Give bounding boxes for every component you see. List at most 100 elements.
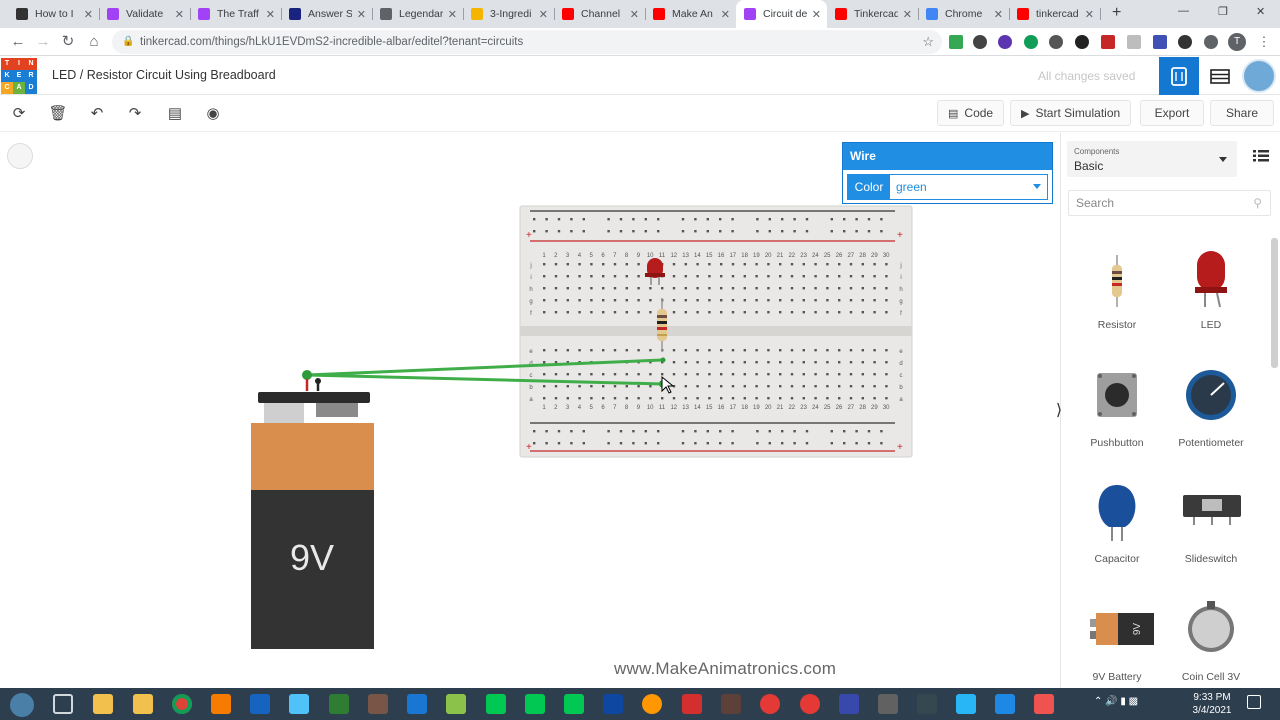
extension-icon[interactable] [949,35,963,49]
9v-battery[interactable] [251,378,374,649]
document-title[interactable]: LED / Resistor Circuit Using Breadboard [52,68,276,82]
camtasia-icon[interactable] [486,694,506,714]
component-search-input[interactable]: Search ⚲ [1068,190,1271,216]
visibility-eye-icon[interactable]: ◉ [206,105,220,122]
excel-icon[interactable] [329,694,349,714]
puzzle-icon[interactable] [1204,35,1218,49]
start-simulation-button[interactable]: ▶Start Simulation [1010,100,1132,126]
browser-tab[interactable]: The Traff✕ [190,0,282,28]
extension-icon[interactable] [1178,35,1192,49]
forward-icon[interactable]: → [35,33,51,50]
tab-close-icon[interactable]: ✕ [902,9,912,21]
component-pushbutton[interactable]: Pushbutton [1070,363,1164,473]
browser-tab[interactable]: Circuit de✕ [736,0,827,28]
extension-icon[interactable] [1127,35,1141,49]
wire-color-select[interactable]: Color green [847,174,1048,200]
redo-icon[interactable]: ↷ [128,105,142,122]
camtasia-icon[interactable] [525,694,545,714]
vlc-icon[interactable] [211,694,231,714]
browser-tab[interactable]: How to I✕ [8,0,100,28]
tab-close-icon[interactable]: ✕ [720,9,730,21]
resistor-component[interactable] [657,298,667,351]
tab-close-icon[interactable]: ✕ [993,9,1003,21]
extension-icon[interactable] [1075,35,1089,49]
filezilla-icon[interactable] [682,694,702,714]
extension-icon[interactable] [1153,35,1167,49]
app-icon[interactable] [839,694,859,714]
code-button[interactable]: ▤Code [937,100,1005,126]
list-view-icon[interactable] [1253,149,1269,163]
app-icon[interactable] [407,694,427,714]
tab-close-icon[interactable]: ✕ [447,9,457,21]
component-coin-cell[interactable]: Coin Cell 3V [1164,597,1258,707]
tab-close-icon[interactable]: ✕ [629,9,639,21]
components-category-select[interactable]: Components Basic [1067,141,1237,177]
new-tab-button[interactable]: + [1112,4,1122,21]
chrome-icon[interactable] [172,694,192,714]
component-slideswitch[interactable]: Slideswitch [1164,479,1258,589]
tab-close-icon[interactable]: ✕ [356,9,366,21]
component-list-view-button[interactable] [1202,57,1238,95]
browser-tab[interactable]: Answer S✕ [281,0,373,28]
component-9v-battery[interactable]: 9V 9V Battery [1070,597,1164,707]
back-icon[interactable]: ← [10,33,26,50]
more-menu-icon[interactable]: ⋮ [1257,34,1271,49]
component-led[interactable]: LED [1164,245,1258,355]
export-button[interactable]: Export [1140,100,1204,126]
folder-icon[interactable] [133,694,153,714]
browser-tab[interactable]: 3-Ingredi✕ [463,0,555,28]
tab-close-icon[interactable]: ✕ [174,9,184,21]
search-app-icon[interactable] [642,694,662,714]
app-icon[interactable] [289,694,309,714]
app-icon[interactable] [721,694,741,714]
component-resistor[interactable]: Resistor [1070,245,1164,355]
app-icon[interactable] [800,694,820,714]
component-capacitor[interactable]: Capacitor [1070,479,1164,589]
extension-icon[interactable] [973,35,987,49]
user-avatar[interactable] [1242,59,1276,93]
word-icon[interactable] [250,694,270,714]
app-icon[interactable] [917,694,937,714]
panel-collapse-arrow-icon[interactable]: ⟩ [1055,402,1063,419]
breadboard[interactable]: + + + + 11223344556677889910101111121213… [519,205,913,458]
zoom-to-fit-icon[interactable] [7,143,33,169]
tab-close-icon[interactable]: ✕ [1084,9,1094,21]
tab-close-icon[interactable]: ✕ [538,9,548,21]
browser-tab[interactable]: Make An✕ [645,0,737,28]
trash-icon[interactable]: 🗑 [48,105,68,122]
scrollbar[interactable] [1271,238,1278,368]
photoshop-icon[interactable] [603,694,623,714]
notification-icon[interactable] [1247,695,1261,709]
app-icon[interactable] [878,694,898,714]
tab-close-icon[interactable]: ✕ [265,9,275,21]
undo-icon[interactable]: ↶ [90,105,104,122]
tab-close-icon[interactable]: ✕ [83,9,93,21]
extension-icon[interactable] [1049,35,1063,49]
task-view-icon[interactable] [53,694,73,714]
app-icon[interactable] [760,694,780,714]
component-potentiometer[interactable]: Potentiometer [1164,363,1258,473]
circuit-view-button[interactable] [1159,57,1199,95]
extension-icon[interactable] [1024,35,1038,49]
app-icon[interactable] [368,694,388,714]
extension-icon[interactable] [998,35,1012,49]
app-icon[interactable] [1034,694,1054,714]
address-bar[interactable]: 🔒 tinkercad.com/things/hLkU1EVDmS2-incre… [112,30,942,54]
browser-tab[interactable]: tinkercad✕ [1009,0,1101,28]
file-explorer-icon[interactable] [93,694,113,714]
system-clock[interactable]: 9:33 PM 3/4/2021 [1182,691,1242,717]
close-window-button[interactable]: ✕ [1256,6,1266,18]
profile-avatar[interactable]: T [1228,33,1246,51]
minimize-button[interactable]: — [1178,5,1189,17]
rotate-icon[interactable]: ⟳ [12,105,26,122]
system-tray-icons[interactable]: ⌃ 🔊 ▮ ▩ [1094,696,1139,707]
reload-icon[interactable]: ↻ [61,33,75,50]
led-component[interactable] [645,258,665,285]
browser-tab[interactable]: Channel✕ [554,0,646,28]
wire-connections[interactable] [302,357,667,389]
browser-tab[interactable]: Chrome✕ [918,0,1010,28]
browser-tab[interactable]: Legendar✕ [372,0,464,28]
share-button[interactable]: Share [1210,100,1274,126]
